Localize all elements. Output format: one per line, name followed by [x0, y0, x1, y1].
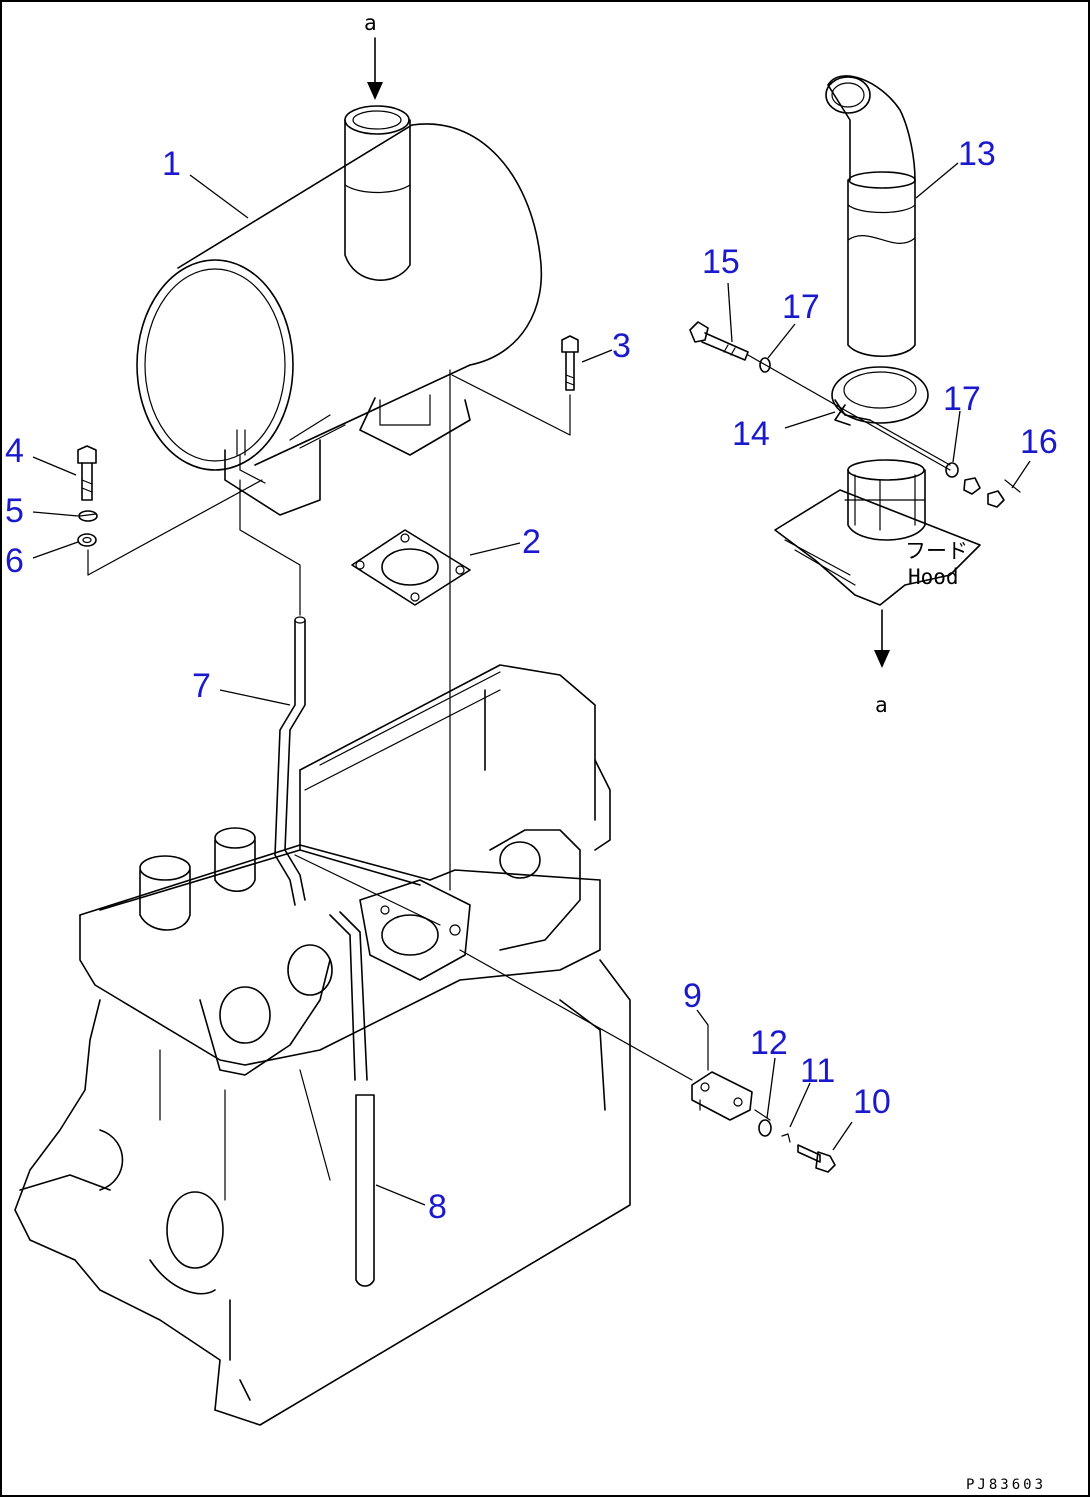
callout-7: 7: [192, 667, 211, 705]
bolt-3: [561, 335, 579, 391]
callout-8: 8: [428, 1188, 447, 1226]
washer-17-upper: [759, 357, 771, 373]
pipe-7: [274, 616, 306, 906]
callout-10: 10: [853, 1083, 891, 1121]
callout-11: 11: [800, 1052, 835, 1090]
hood-label-en: Hood: [908, 565, 959, 589]
tube-8: [329, 911, 375, 1287]
bracket-9: [691, 1024, 753, 1121]
muffler: [136, 105, 543, 516]
callouts: 1 2 3 4 5 6 7 8 9 10 11 12 13 14 15 16 1…: [5, 135, 1058, 1226]
bolt-10-washers: [758, 1119, 836, 1173]
gasket: [351, 529, 471, 606]
nut-16: [963, 477, 1021, 508]
callout-1: 1: [162, 145, 181, 183]
clamp-14: [831, 366, 929, 426]
connector-bottom-label: a: [875, 693, 888, 717]
washer-17-lower: [945, 462, 959, 478]
callout-6: 6: [5, 542, 24, 580]
callout-14: 14: [732, 415, 770, 453]
callout-13: 13: [958, 135, 996, 173]
bolt-15: [689, 321, 749, 361]
callout-17-upper: 17: [782, 288, 820, 326]
callout-16: 16: [1020, 423, 1058, 461]
bolt-4-washers: [77, 445, 98, 547]
connector-bottom: a: [874, 609, 890, 717]
callout-4: 4: [5, 432, 24, 470]
callout-9: 9: [683, 977, 702, 1015]
drawing-code: PJ83603: [966, 1477, 1046, 1493]
hood: フード Hood: [774, 459, 981, 606]
callout-3: 3: [612, 327, 631, 365]
callout-5: 5: [5, 492, 24, 530]
assembly-lines: [87, 354, 951, 1121]
callout-2: 2: [522, 523, 541, 561]
engine-block: [14, 664, 631, 1426]
leader-lines: [32, 162, 1031, 1206]
callout-15: 15: [702, 243, 740, 281]
hood-label-jp: フード: [905, 539, 968, 563]
callout-17-lower: 17: [943, 380, 981, 418]
tail-pipe-13: [825, 75, 916, 358]
callout-12: 12: [750, 1024, 788, 1062]
connector-top: a: [364, 11, 383, 100]
connector-top-label: a: [364, 11, 377, 35]
